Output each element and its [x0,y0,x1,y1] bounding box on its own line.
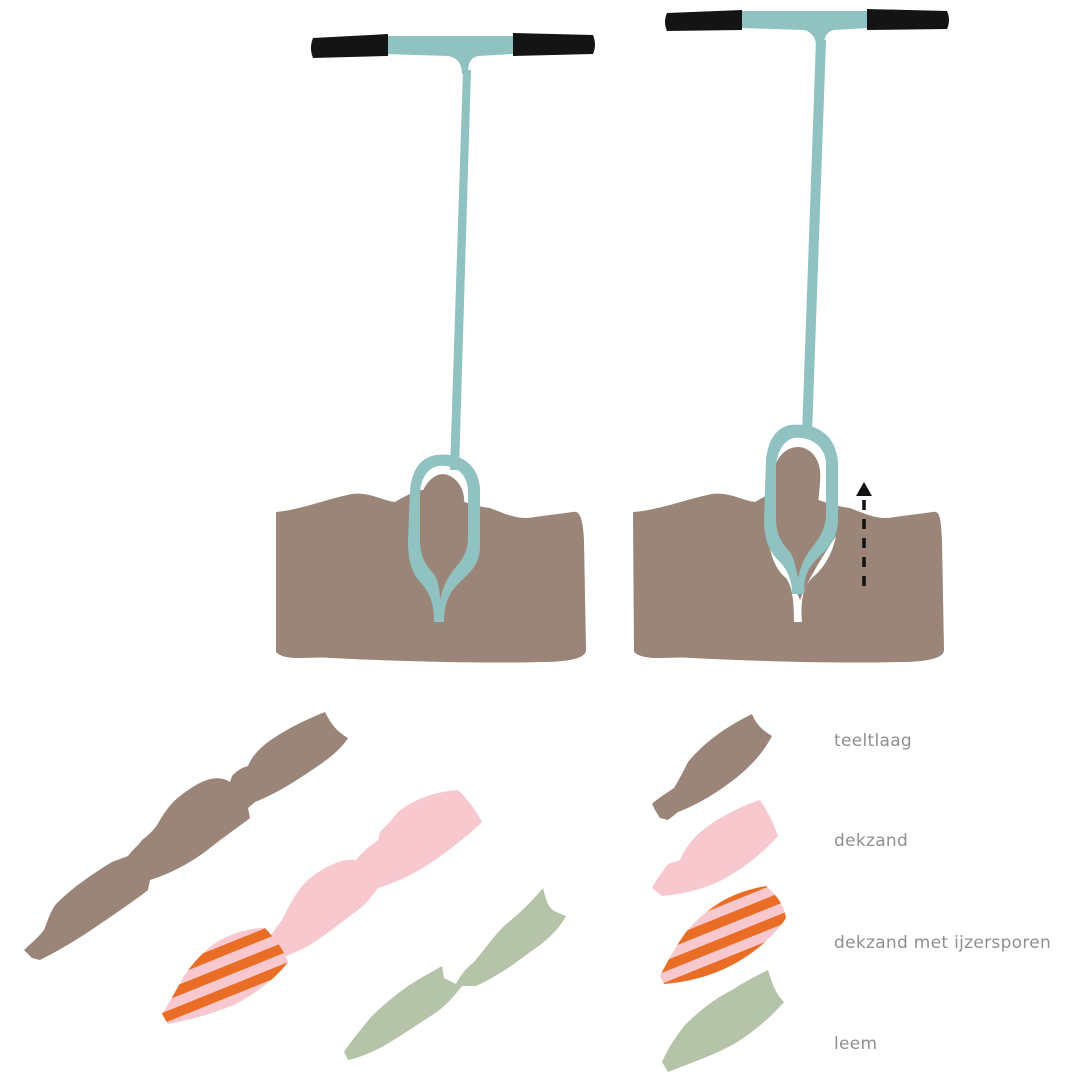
legend-label-dekzand-ijzersporen: dekzand met ijzersporen [834,933,1051,953]
auger-tshaft-right [741,11,868,46]
core-segment-ijzersporen [162,928,288,1024]
soil-core-extracted [24,712,566,1060]
handle-grip-left-a [311,34,388,58]
auger-shaft-left [450,70,471,470]
auger-lifted [633,9,949,663]
legend-swatch-ijzersporen [660,886,786,984]
core-segment-dekzand [262,790,482,960]
legend-label-dekzand: dekzand [834,831,908,851]
core-segment-leem [344,888,566,1060]
auger-in-soil [276,33,595,663]
auger-tshaft-left [386,36,513,74]
legend-swatch-leem [662,970,784,1072]
auger-shaft-right [802,40,826,434]
legend-label-teeltlaag: teeltlaag [834,731,912,751]
legend-label-leem: leem [834,1034,877,1054]
handle-grip-right-b [867,9,949,30]
legend [652,714,786,1072]
handle-grip-right-a [665,10,742,31]
handle-grip-left-b [513,33,595,56]
